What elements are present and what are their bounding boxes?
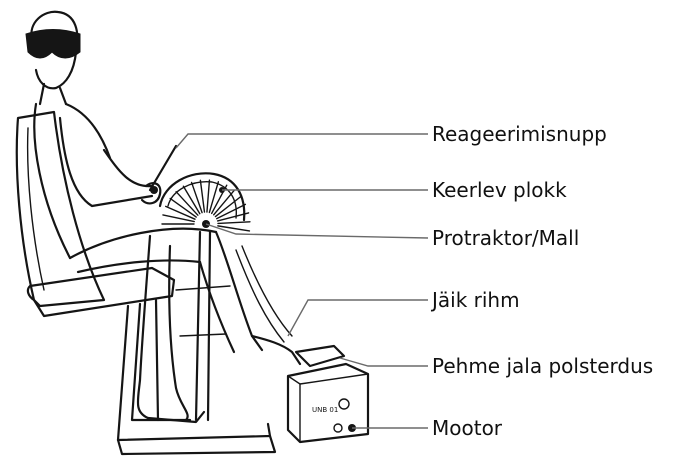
inelastic-strap-line (236, 246, 292, 342)
wheel-spoke (207, 180, 210, 212)
wheel-spoke (218, 222, 250, 224)
wheel-spoke (200, 180, 204, 212)
labels: Reageerimisnupp Keerlev plokk Protraktor… (430, 122, 653, 440)
person (26, 12, 300, 422)
label-rotating-block: Keerlev plokk (432, 178, 567, 202)
leader-foot-pad (340, 358, 428, 366)
wheel-spoke (163, 215, 194, 222)
leader-strap (288, 300, 428, 336)
rotating-block-wheel (160, 173, 250, 231)
label-soft-foot-padding: Pehme jala polsterdus (432, 354, 653, 378)
label-motor: Mootor (432, 416, 503, 440)
label-inelastic-strap: Jäik rihm (430, 288, 520, 312)
goggles (26, 30, 80, 59)
foot-pad (296, 346, 344, 366)
motor-box: UNB 01 (288, 364, 368, 442)
leader-reaction-button (176, 134, 428, 148)
leader-protractor (206, 224, 428, 238)
label-reaction-button: Reageerimisnupp (432, 122, 607, 146)
motor-box-text: UNB 01 (312, 406, 338, 414)
label-protractor-template: Protraktor/Mall (432, 226, 579, 250)
